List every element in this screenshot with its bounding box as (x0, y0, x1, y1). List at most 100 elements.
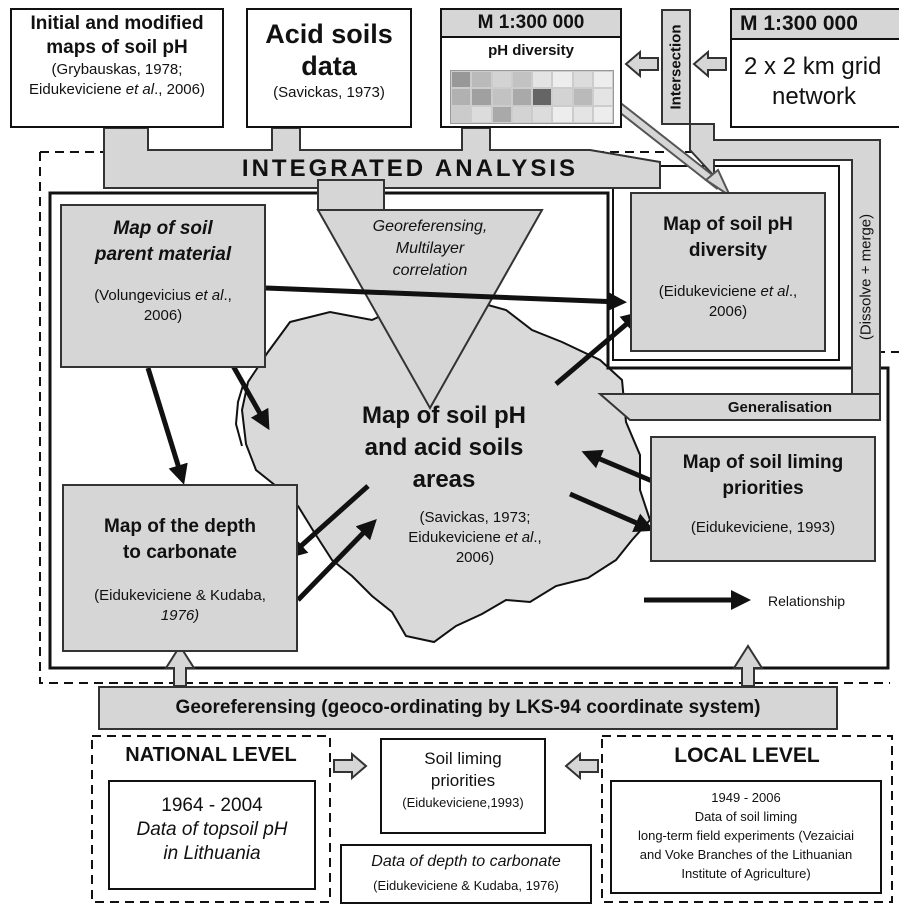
local-level-title: LOCAL LEVEL (674, 744, 820, 767)
national-line-3: in Lithuania (163, 843, 261, 864)
national-line-2: Data of topsoil pH (136, 819, 288, 840)
parent-material-ref-1: (Volungevicius et al., (62, 286, 264, 306)
legend-label: Relationship (768, 593, 846, 609)
acid-soils-title-1: Acid soils (265, 19, 393, 49)
main-map-frame (48, 191, 890, 670)
soil-liming-line-2: priorities (430, 771, 496, 790)
ref-punct: ., (788, 283, 798, 300)
ph-grid-cell (532, 88, 553, 106)
ref-author: (Eidukeviciene (658, 283, 761, 300)
central-title-3: areas (412, 466, 476, 493)
ph-grid-cell (532, 105, 553, 123)
acid-soils-title-2: data (301, 51, 357, 81)
ph-grid-cell (552, 88, 573, 106)
ref-author: Eidukeviciene (29, 81, 126, 98)
depth-data-box: Data of depth to carbonate (Eidukevicien… (340, 844, 592, 904)
relationship-arrows (145, 285, 752, 610)
arrow-central-to-diversity (554, 311, 642, 386)
funnel-line-3: correlation (392, 262, 468, 279)
parent-material-title-1: Map of soil (113, 218, 213, 239)
local-line-2: Data of soil liming (694, 809, 798, 824)
depth-data-title: Data of depth to carbonate (371, 853, 561, 870)
central-map-ref: (Savickas, 1973; Eidukeviciene et al., 2… (370, 508, 580, 578)
liming-title-2: priorities (722, 478, 804, 499)
ph-grid-cell (572, 71, 593, 89)
generalisation-label-box: Generalisation (690, 396, 870, 420)
acid-soils-source-box: Acid soils data (Savickas, 1973) (246, 8, 412, 128)
ph-grid-cell (471, 105, 492, 123)
grid-network-line-1: 2 x 2 km grid (744, 53, 882, 80)
ph-grid-arrow-head (704, 168, 733, 199)
ph-grid-cell (471, 88, 492, 106)
ph-diversity-map-box: Map of soil pH diversity (Eidukeviciene … (630, 192, 826, 352)
national-level-title: NATIONAL LEVEL (125, 744, 297, 766)
soil-ph-maps-ref-2: Eidukeviciene et al., 2006) (12, 80, 222, 100)
parent-material-ref-2: 2006) (143, 307, 183, 324)
legend-label-box: Relationship (768, 590, 878, 612)
local-level-title-box: LOCAL LEVEL (610, 740, 884, 772)
ref-etal: et al (195, 287, 224, 304)
ref-author: Eidukeviciene (408, 529, 506, 546)
local-to-liming-arrow (564, 751, 599, 781)
national-to-liming-arrow (333, 751, 368, 781)
grid-to-intersection-arrow (692, 49, 727, 79)
soil-ph-maps-ref-1: (Grybauskas, 1978; (51, 61, 183, 78)
soil-ph-maps-source-box: Initial and modified maps of soil pH (Gr… (10, 8, 224, 128)
central-title-2: and acid soils (364, 434, 524, 461)
georeferensing-bar-text: Georeferensing (geoco-ordinating by LKS-… (175, 697, 761, 718)
arrow-parent-to-central (229, 362, 270, 431)
dissolve-merge-label-box: (Dissolve + merge) (852, 160, 880, 394)
local-line-3: long-term field experiments (Vezaiciai (637, 828, 855, 843)
intersection-label: Intersection (667, 24, 685, 110)
integrated-analysis-title: INTEGRATED ANALYSIS (150, 152, 670, 186)
ph-grid-cell (552, 71, 573, 89)
ph-grid-cell (451, 105, 472, 123)
acid-soils-ref: (Savickas, 1973) (273, 84, 385, 101)
intersection-label-box: Intersection (662, 10, 690, 124)
ph-diversity-title-2: diversity (688, 240, 768, 261)
carbonate-ref-1: (Eidukeviciene & Kudaba, (94, 587, 266, 604)
national-level-title-box: NATIONAL LEVEL (100, 740, 322, 770)
ph-grid-cell (451, 71, 472, 89)
ph-grid-cell (511, 71, 532, 89)
ph-grid-label: pH diversity (488, 42, 574, 59)
arrow-central-to-carbonate (286, 484, 370, 559)
ph-diversity-grid-box: M 1:300 000 pH diversity (440, 8, 622, 128)
arrow-parent-to-carbonate (145, 367, 188, 485)
soil-ph-maps-title-1: Initial and modified (30, 13, 204, 34)
diversity-inner-frame (612, 165, 840, 361)
ref-punct: ., (223, 287, 232, 304)
ref-punct: ., (533, 529, 542, 546)
ph-grid-cell (592, 105, 613, 123)
arrow-parent-to-diversity (265, 285, 627, 312)
grid-network-box: M 1:300 000 2 x 2 km grid network (730, 8, 899, 128)
ref-etal: et al (125, 81, 155, 98)
ref-author: (Volungevicius (94, 287, 196, 304)
intersection-to-ph-diversity-arrow (624, 49, 659, 79)
ref-year: ., 2006) (154, 81, 205, 98)
intersection-bar (661, 9, 691, 125)
central-map-label: Map of soil pH and acid soils areas (344, 400, 544, 600)
carbonate-title-1: Map of the depth (104, 516, 256, 537)
liming-priorities-map-box: Map of soil liming priorities (Eidukevic… (650, 436, 876, 562)
carbonate-title-2: to carbonate (122, 542, 238, 563)
ph-grid-cell (491, 105, 512, 123)
sources-collector-band (103, 127, 661, 189)
central-title-1: Map of soil pH (362, 402, 526, 429)
national-line-1: 1964 - 2004 (161, 795, 263, 816)
soil-liming-line-1: Soil liming (424, 749, 502, 768)
ph-grid-cell (572, 88, 593, 106)
ph-diversity-ref-1: (Eidukeviciene et al., (632, 282, 824, 302)
funnel-label: Georeferensing, Multilayer correlation (340, 216, 520, 286)
ph-grid-cell (491, 71, 512, 89)
ref-etal: et al (505, 529, 534, 546)
ph-diversity-title-1: Map of soil pH (663, 214, 793, 235)
ph-grid-scale: M 1:300 000 (442, 10, 620, 38)
georef-up-arrow-right (732, 644, 764, 687)
liming-ref: (Eidukeviciene, 1993) (690, 519, 836, 536)
grid-network-scale: M 1:300 000 (732, 10, 899, 40)
ph-grid-cell (491, 88, 512, 106)
local-line-1: 1949 - 2006 (711, 790, 781, 805)
generalisation-label: Generalisation (727, 399, 833, 416)
